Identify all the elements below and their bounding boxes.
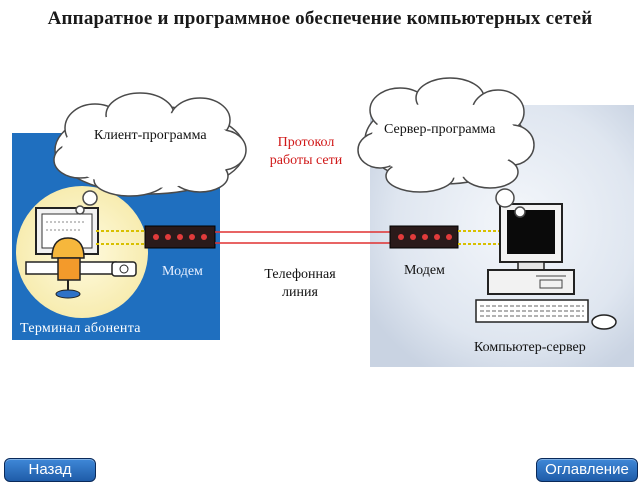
telephone-line-label-line1: Телефонная xyxy=(264,267,336,282)
telephone-line-label-line2: линия xyxy=(282,285,318,300)
telephone-line-label: Телефонная линия xyxy=(250,266,350,302)
client-terminal-illustration xyxy=(25,207,137,299)
protocol-label: Протокол работы сети xyxy=(262,134,350,170)
server-program-label: Сервер-программа xyxy=(384,122,496,137)
modem-left-label: Модем xyxy=(162,264,203,279)
server-computer-label: Компьютер-сервер xyxy=(474,340,586,355)
protocol-label-line2: работы сети xyxy=(269,153,343,168)
client-program-label: Клиент-программа xyxy=(94,128,207,143)
back-button[interactable]: Назад xyxy=(4,458,96,482)
contents-button[interactable]: Оглавление xyxy=(536,458,638,482)
modem-right-label: Модем xyxy=(404,263,445,278)
protocol-label-line1: Протокол xyxy=(277,135,335,150)
server-computer-illustration xyxy=(475,203,617,330)
modem-left-device xyxy=(144,225,216,249)
terminal-label: Терминал абонента xyxy=(20,321,141,336)
page-title: Аппаратное и программное обеспечение ком… xyxy=(47,8,593,29)
modem-right-device xyxy=(389,225,459,249)
